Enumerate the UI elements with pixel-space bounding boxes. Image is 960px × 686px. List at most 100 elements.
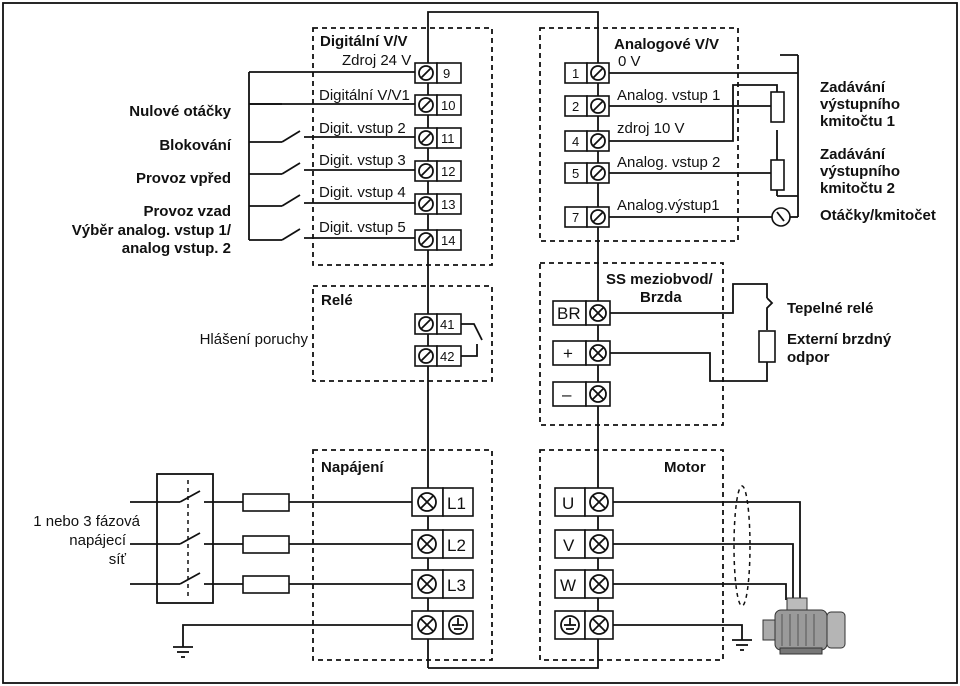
- group-dc-link: [539, 262, 724, 426]
- terminal-l2: L2: [411, 529, 474, 559]
- digital-io-title: Digitální V/V: [320, 33, 408, 50]
- analog-output1-label: Analog.výstup1: [617, 197, 720, 214]
- terminal-w: W: [554, 569, 614, 599]
- supply-terminal-block: L1 L2 L3: [411, 487, 474, 640]
- svg-text:13: 13: [441, 197, 455, 212]
- group-digital-io: [312, 27, 493, 266]
- label-freq2-1: Zadávání: [820, 146, 886, 163]
- analog-io-title: Analogové V/V: [614, 36, 719, 53]
- label-analog-select-2: analog vstup. 2: [122, 240, 231, 257]
- svg-text:1: 1: [572, 66, 579, 81]
- label-mains-2: napájecí: [69, 532, 127, 549]
- terminal-2: 2: [564, 95, 610, 117]
- terminal-plus: +: [552, 340, 611, 366]
- svg-text:L2: L2: [447, 536, 466, 555]
- svg-text:10: 10: [441, 98, 455, 113]
- analog-0v-label: 0 V: [618, 53, 641, 70]
- label-brake-resistor-2: odpor: [787, 349, 830, 366]
- terminal-4: 4: [564, 130, 610, 152]
- fuse-icon: [242, 535, 290, 554]
- svg-text:11: 11: [441, 131, 455, 146]
- label-mains-1: 1 nebo 3 fázová: [33, 513, 140, 530]
- brake-resistor: [758, 330, 776, 363]
- label-freq1-2: výstupního: [820, 96, 900, 113]
- group-relay: [312, 285, 493, 382]
- analog-input2-label: Analog. vstup 2: [617, 154, 720, 171]
- group-supply: [312, 449, 493, 661]
- svg-text:4: 4: [572, 134, 579, 149]
- terminal-9: 9: [414, 62, 462, 84]
- terminal-11: 11: [414, 127, 462, 149]
- svg-text:BR: BR: [557, 304, 581, 323]
- terminal-l3: L3: [411, 569, 474, 599]
- digital-input5-label: Digit. vstup 5: [319, 219, 406, 236]
- svg-text:5: 5: [572, 166, 579, 181]
- group-motor: [539, 449, 724, 661]
- dc-terminal-block: BR + –: [552, 283, 776, 407]
- label-run-reverse: Provoz vzad: [143, 203, 231, 220]
- terminal-10: 10: [414, 94, 462, 116]
- svg-text:L1: L1: [447, 494, 466, 513]
- label-freq1-1: Zadávání: [820, 79, 886, 96]
- terminal-minus: –: [552, 381, 611, 407]
- label-analog-select-1: Výběr analog. vstup 1/: [72, 222, 232, 239]
- fuse-icon: [242, 493, 290, 512]
- mains-wiring: [130, 473, 412, 658]
- label-block: Blokování: [159, 137, 232, 154]
- potentiometer-2: [770, 159, 785, 191]
- relay-title: Relé: [321, 292, 353, 309]
- svg-text:–: –: [562, 385, 572, 404]
- relay-terminal-block: 41 42: [414, 313, 483, 367]
- terminal-42: 42: [414, 345, 462, 367]
- label-thermal-relay: Tepelné relé: [787, 300, 873, 317]
- analog-terminal-block: 1 2 4 5 7: [564, 62, 610, 228]
- supply-title: Napájení: [321, 459, 384, 476]
- label-run-forward: Provoz vpřed: [136, 170, 231, 187]
- svg-text:12: 12: [441, 164, 455, 179]
- terminal-l1: L1: [411, 487, 474, 517]
- svg-text:W: W: [560, 576, 576, 595]
- group-analog-io: [539, 27, 739, 242]
- svg-text:V: V: [563, 536, 575, 555]
- supply-24v-label: Zdroj 24 V: [342, 52, 411, 69]
- terminal-br: BR: [552, 300, 611, 326]
- fuse-icon: [242, 575, 290, 594]
- terminal-7: 7: [564, 206, 610, 228]
- terminal-14: 14: [414, 229, 462, 251]
- motor-wiring: [613, 485, 801, 651]
- digital-input2-label: Digit. vstup 2: [319, 120, 406, 137]
- svg-text:L3: L3: [447, 576, 466, 595]
- potentiometer-1: [770, 91, 785, 123]
- motor-icon: [762, 597, 846, 655]
- analog-10v-label: zdroj 10 V: [617, 120, 685, 137]
- terminal-u: U: [554, 487, 614, 517]
- svg-text:+: +: [563, 344, 573, 363]
- label-fault-report: Hlášení poruchy: [200, 331, 309, 348]
- terminal-13: 13: [414, 193, 462, 215]
- digital-io1-label: Digitální V/V1: [319, 87, 410, 104]
- terminal-1: 1: [564, 62, 610, 84]
- label-brake-resistor-1: Externí brzdný: [787, 331, 892, 348]
- motor-terminal-block: U V W: [554, 487, 614, 640]
- digital-input3-label: Digit. vstup 3: [319, 152, 406, 169]
- label-freq2-3: kmitočtu 2: [820, 180, 895, 197]
- label-mains-3: síť: [109, 551, 127, 568]
- terminal-v: V: [554, 529, 614, 559]
- analog-input1-label: Analog. vstup 1: [617, 87, 720, 104]
- motor-title: Motor: [664, 459, 706, 476]
- analog-wiring: [609, 54, 799, 218]
- digital-input4-label: Digit. vstup 4: [319, 184, 406, 201]
- terminal-pe-motor: [554, 610, 614, 640]
- terminal-12: 12: [414, 160, 462, 182]
- terminal-41: 41: [414, 313, 462, 335]
- svg-text:41: 41: [440, 317, 454, 332]
- terminal-5: 5: [564, 162, 610, 184]
- terminal-pe-supply: [411, 610, 474, 640]
- label-freq1-3: kmitočtu 1: [820, 113, 895, 130]
- svg-text:14: 14: [441, 233, 455, 248]
- svg-text:7: 7: [572, 210, 579, 225]
- digital-wiring: [248, 71, 415, 241]
- label-freq2-2: výstupního: [820, 163, 900, 180]
